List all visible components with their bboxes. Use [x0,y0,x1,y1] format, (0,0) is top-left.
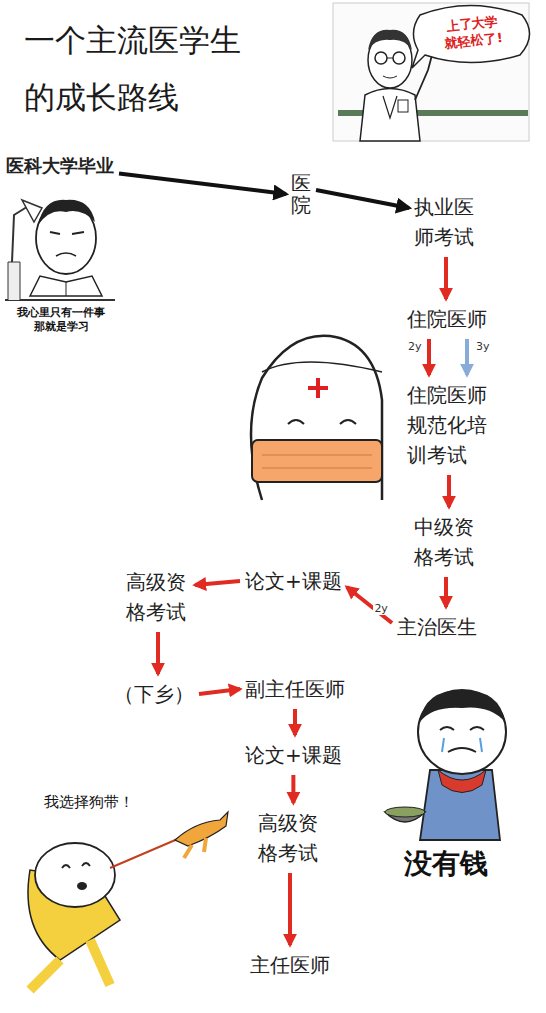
step-label: 高级资 格考试 [258,808,322,868]
step-text-box: 主任医师 [248,948,332,982]
step-text-box: 执业医 师考试 [412,190,480,254]
step-label: 论文+课题 [245,566,342,596]
step-text-box: 论文+课题 [243,738,344,772]
flow-arrow [444,577,448,607]
poor-kid [385,690,506,840]
cartoon-caption: 没有钱 [404,846,488,882]
cartoon-caption: 我选择狗带！ [44,793,134,813]
flow-arrow [288,873,292,945]
flow-arrow [444,257,448,299]
step-label: 住院医师 [407,304,491,334]
step-text-box: 住院医师 规范化培 训考试 [405,378,493,472]
step-label: 高级资 格考试 [126,567,190,627]
step-text-box: 住院医师 [405,302,493,336]
student-cartoon [5,200,115,300]
step-text-box: 副主任医师 [243,672,347,706]
step-label: 论文+课题 [245,740,342,770]
flow-arrow [427,339,431,375]
step-text-box: 高级资 格考试 [124,565,192,629]
flow-arrow [119,174,286,195]
duration-label: 2y [373,603,389,615]
flow-arrow [195,581,240,585]
step-text-box: 中级资 格考试 [412,510,480,574]
masked-doctor [251,336,382,500]
step-label: 主任医师 [250,950,330,980]
step-label: 执业医 师考试 [414,192,478,252]
step-text-box: 高级资 格考试 [256,806,324,870]
step-text-box: 医科大学毕业 [4,150,116,181]
step-label: 医院 [291,172,311,216]
step-label: 主治医生 [397,612,481,642]
flow-arrow [447,475,451,507]
step-label: 住院医师 规范化培 训考试 [407,380,491,470]
teacher-cartoon [333,3,530,141]
duration-label: 2y [407,341,423,353]
step-label: 中级资 格考试 [414,512,478,572]
flying-character [28,812,228,990]
step-text-box: （下乡） [112,677,196,711]
step-label: 副主任医师 [245,674,345,704]
step-text-box: 论文+课题 [243,564,344,598]
step-label: （下乡） [114,679,194,709]
flow-arrow [199,689,240,694]
step-text-box: 医院 [289,170,313,218]
flow-arrow [316,190,409,208]
flow-arrow [291,775,295,803]
step-label: 医科大学毕业 [6,152,114,179]
flow-arrow [156,632,160,674]
cartoon-caption: 我心里只有一件事 那就是学习 [2,306,120,335]
flow-arrow [293,709,297,735]
step-text-box: 主治医生 [395,610,483,644]
flow-arrow [347,587,392,623]
duration-label: 3y [475,341,491,353]
page-title: 一个主流医学生 的成长路线 [24,12,274,127]
flow-arrow [465,339,469,375]
